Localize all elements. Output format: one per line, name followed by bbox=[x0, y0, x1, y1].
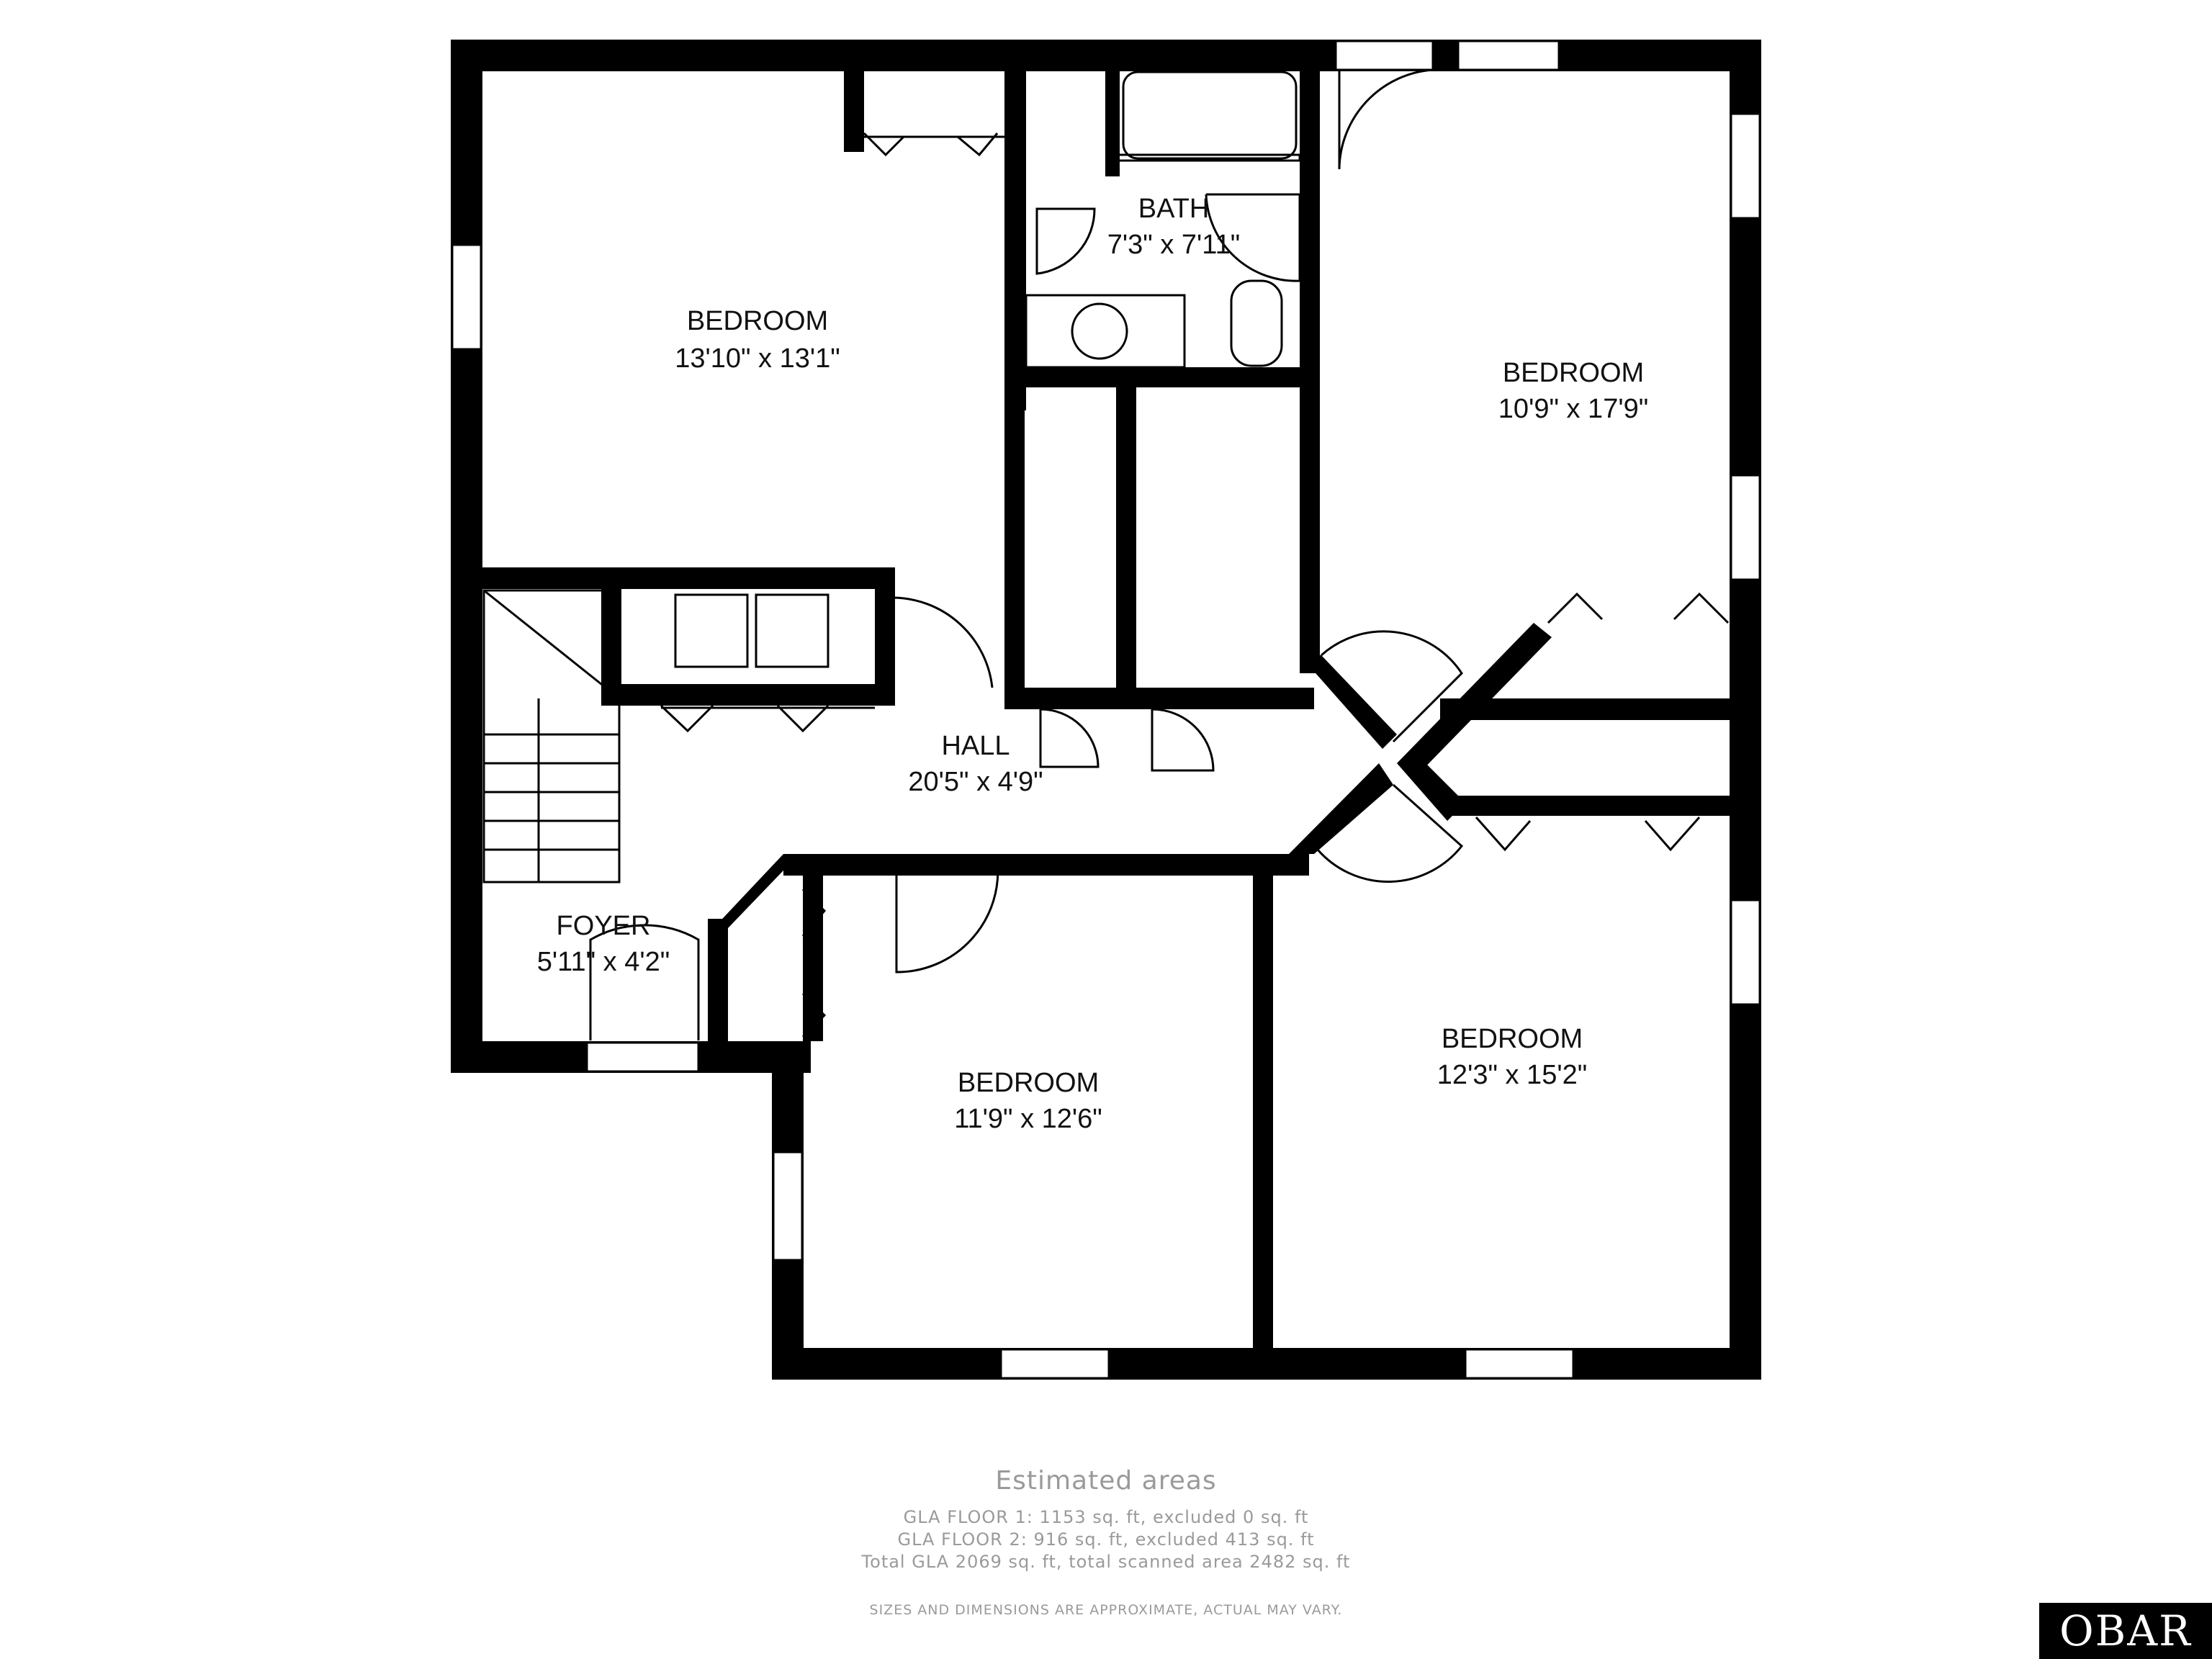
room-name-hall: HALL bbox=[941, 731, 1010, 761]
obar-logo: OBAR bbox=[2039, 1603, 2212, 1659]
door-swings bbox=[589, 68, 1730, 1040]
footer-disclaimer: SIZES AND DIMENSIONS ARE APPROXIMATE, AC… bbox=[869, 1602, 1343, 1618]
door-arc bbox=[1316, 783, 1464, 883]
window bbox=[1457, 40, 1560, 71]
door-arc bbox=[1321, 630, 1463, 743]
window bbox=[1730, 899, 1761, 1006]
room-dims-hall: 20'5" x 4'9" bbox=[908, 767, 1043, 797]
room-name-bedroom-s: BEDROOM bbox=[958, 1068, 1099, 1098]
toilet bbox=[1230, 279, 1283, 367]
window bbox=[1730, 112, 1761, 220]
room-name-foyer: FOYER bbox=[557, 911, 651, 941]
door-arc bbox=[1151, 708, 1215, 772]
bifold-door bbox=[863, 132, 999, 157]
bifold-door bbox=[1475, 817, 1701, 852]
window bbox=[451, 243, 482, 351]
room-dims-bedroom-ne: 10'9" x 17'9" bbox=[1498, 394, 1648, 424]
vanity bbox=[1025, 294, 1186, 369]
window bbox=[999, 1348, 1110, 1380]
windows bbox=[451, 40, 1761, 1380]
room-name-bedroom-nw: BEDROOM bbox=[687, 306, 828, 336]
room-dims-foyer: 5'11" x 4'2" bbox=[537, 947, 670, 977]
room-name-bedroom-se: BEDROOM bbox=[1442, 1024, 1583, 1054]
sink bbox=[1071, 302, 1128, 360]
room-labels: BEDROOM 13'10" x 13'1" BATH 7'3" x 7'11"… bbox=[537, 194, 1648, 1134]
interior-walls bbox=[482, 40, 1732, 1348]
room-dims-bath: 7'3" x 7'11" bbox=[1107, 230, 1240, 260]
exterior-door-frame bbox=[585, 1041, 700, 1073]
door-arc bbox=[891, 596, 994, 688]
room-dims-bedroom-nw: 13'10" x 13'1" bbox=[675, 343, 840, 374]
dryer bbox=[755, 593, 830, 668]
window bbox=[1464, 1348, 1575, 1380]
footer-title: Estimated areas bbox=[995, 1466, 1217, 1496]
washer bbox=[674, 593, 749, 668]
bifold-door bbox=[1547, 592, 1730, 624]
door-arc bbox=[1035, 207, 1096, 275]
footer-gla-floor-2: GLA FLOOR 2: 916 sq. ft, excluded 413 sq… bbox=[897, 1529, 1315, 1550]
bathtub bbox=[1122, 71, 1298, 160]
staircase bbox=[482, 589, 621, 884]
footer-gla-floor-1: GLA FLOOR 1: 1153 sq. ft, excluded 0 sq.… bbox=[903, 1507, 1309, 1527]
door-arc bbox=[1205, 193, 1301, 282]
window bbox=[1334, 40, 1434, 71]
fixtures bbox=[482, 71, 1301, 884]
bifold-door bbox=[660, 704, 830, 733]
door-arc bbox=[1039, 708, 1100, 768]
room-dims-bedroom-se: 12'3" x 15'2" bbox=[1437, 1060, 1587, 1090]
door-arc bbox=[1338, 68, 1434, 170]
footer-total-gla: Total GLA 2069 sq. ft, total scanned are… bbox=[861, 1552, 1351, 1572]
tub-surround bbox=[1107, 153, 1301, 162]
window bbox=[772, 1151, 804, 1262]
room-name-bath: BATH bbox=[1138, 194, 1210, 224]
room-name-bedroom-ne: BEDROOM bbox=[1503, 358, 1644, 388]
window bbox=[1730, 474, 1761, 581]
door-arc bbox=[589, 924, 700, 1040]
door-arc bbox=[895, 860, 999, 974]
bifold-door bbox=[801, 888, 827, 1038]
room-dims-bedroom-s: 11'9" x 12'6" bbox=[954, 1104, 1102, 1134]
